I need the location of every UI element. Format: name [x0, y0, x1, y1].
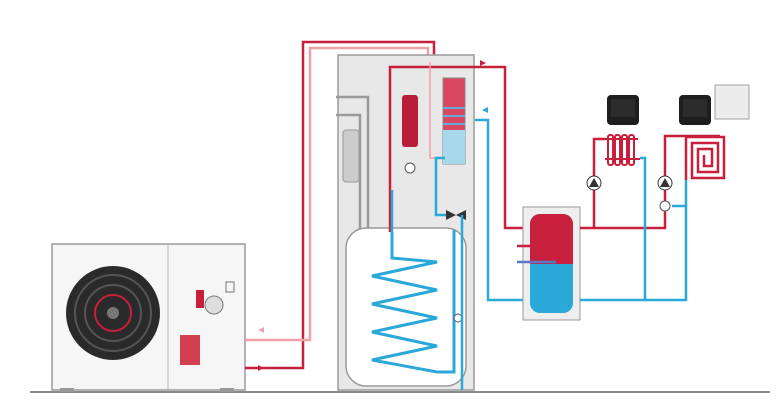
- pump-icon: [586, 175, 673, 191]
- flow-arrow-icon: [480, 60, 486, 66]
- flow-arrow-icon: [258, 365, 264, 371]
- radiator-icon: [605, 134, 640, 166]
- coil-icon: [371, 230, 456, 374]
- thermostat-icon: [607, 95, 711, 125]
- control-display: [342, 129, 360, 183]
- flow-arrow-icon: [482, 107, 488, 113]
- compressor-icon: [180, 281, 235, 365]
- mixing-valve-icon: [659, 200, 671, 212]
- control-panel: [714, 84, 750, 120]
- primary-pipes: [245, 40, 436, 370]
- return-pipe: [475, 118, 523, 302]
- spiral-icon: [684, 135, 726, 180]
- indoor-tower-unit: [336, 54, 523, 391]
- fan-icon: [66, 266, 160, 360]
- outdoor-heat-pump-unit: [51, 243, 246, 392]
- refrigerant-pipes: [336, 95, 370, 235]
- buffer-tank: [517, 206, 581, 321]
- plate-heat-exchanger: [442, 77, 466, 165]
- flow-arrow-icon: [258, 327, 264, 333]
- backup-heater: [402, 95, 418, 174]
- domestic-hot-water-tank: [345, 227, 467, 387]
